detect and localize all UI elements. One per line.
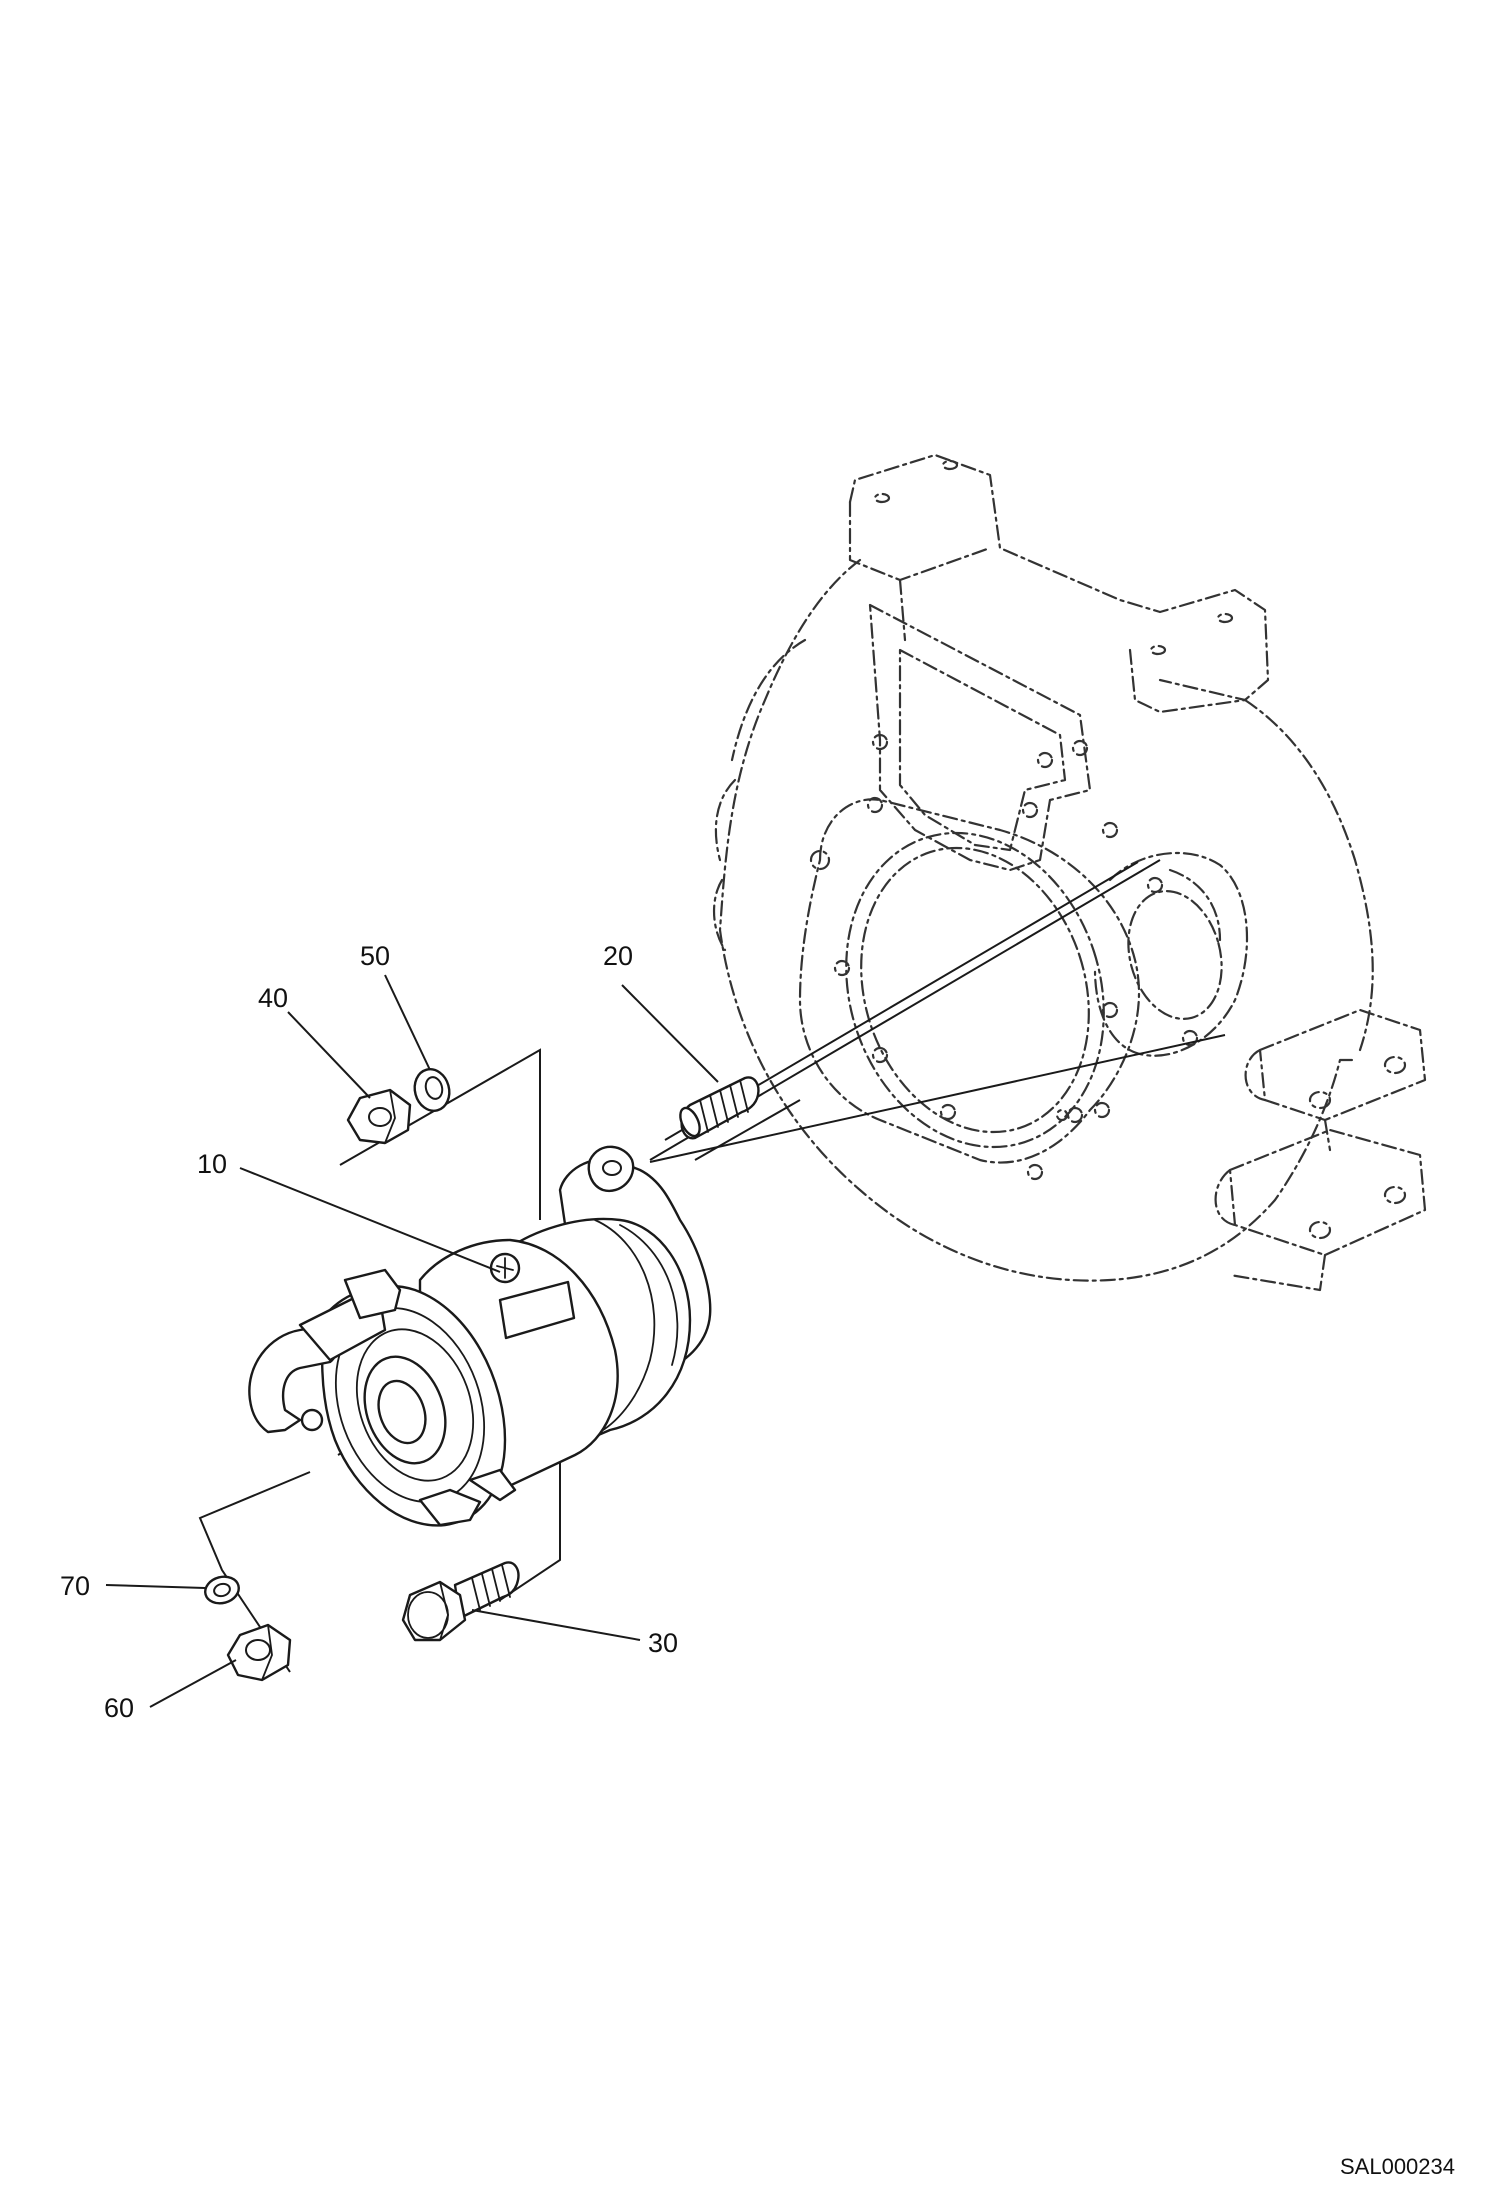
callout-30: 30 xyxy=(648,1628,678,1658)
starter-motor-icon xyxy=(248,1145,712,1527)
callout-70: 70 xyxy=(60,1571,90,1601)
hex-nut-icon xyxy=(346,1088,412,1145)
callout-20: 20 xyxy=(603,941,633,971)
callout-50: 50 xyxy=(360,941,390,971)
callout-60: 60 xyxy=(104,1693,134,1723)
callout-40: 40 xyxy=(258,983,288,1013)
spring-washer-icon xyxy=(413,1068,451,1112)
hex-bolt-icon xyxy=(401,1561,520,1642)
flywheel-housing-icon xyxy=(712,453,1427,1292)
drawing-code: SAL000234 xyxy=(1340,2154,1455,2179)
assembly-centerlines xyxy=(198,859,1226,1673)
callout-10: 10 xyxy=(197,1149,227,1179)
hex-nut-icon xyxy=(226,1623,292,1682)
spring-washer-icon xyxy=(204,1575,240,1605)
stud-bolt-icon xyxy=(679,1076,760,1140)
leader-lines xyxy=(105,974,719,1708)
